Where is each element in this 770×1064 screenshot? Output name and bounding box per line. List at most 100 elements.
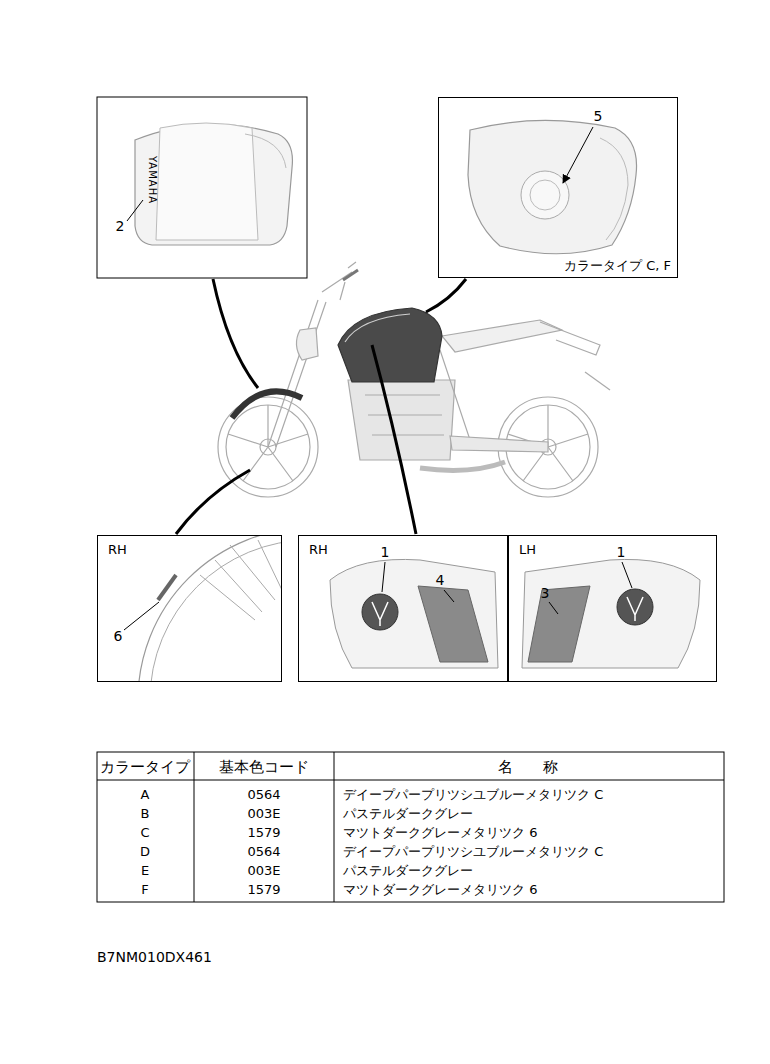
seat [442,320,562,352]
color-type-inset: カラータイプ C, F [438,97,678,278]
callout-number: 6 [114,629,123,644]
decal-rh [330,559,498,668]
table-frame [97,752,724,902]
callout-number: 5 [594,109,603,124]
motorcycle [218,262,610,497]
front-fork [268,300,326,447]
inset-leader [213,279,258,388]
table-cell: マツトダークグレーメタリツク 6 [343,826,537,840]
fuel-tank [468,120,637,253]
table-cell: デイープパープリツシユブルーメタリツク C [343,845,603,859]
handlebar [322,262,356,292]
inset-frame [97,97,307,278]
stripe-decal [418,586,488,662]
engine-fins [365,395,444,435]
leader-line [444,590,454,602]
table-cell: 1579 [247,826,280,840]
decal-lh [522,559,700,668]
table-cell: デイープパープリツシユブルーメタリツク C [343,788,603,802]
table-cell: F [141,883,148,897]
table-cell: C [140,826,149,840]
mirror [343,270,358,280]
rim-outer [138,536,281,681]
front-fender-side [232,391,302,418]
decal-inset: RH [298,535,508,682]
table-cell: パステルダークグレー [343,864,473,878]
callout-number: 4 [436,573,445,588]
rear-light [585,372,610,390]
table-rule [194,752,195,902]
decal-text: YAMAHA [147,156,158,204]
side-panel [330,559,498,668]
table-rule [97,780,724,781]
table-cell: 0564 [247,845,280,859]
swingarm [450,436,548,452]
fender-inset [97,97,307,278]
color-table [97,752,724,902]
table-cell: パステルダークグレー [343,807,473,821]
side-panel [522,559,700,668]
callout-number: 1 [617,545,626,560]
inset-leader [372,345,416,534]
arrow-line [563,127,593,183]
fuel-cap-inner [530,180,560,210]
table-cell: A [141,788,150,802]
stripe-decal [528,586,590,662]
table-cell: B [141,807,150,821]
leader-line [127,200,143,221]
emblem-mark [627,597,643,621]
table-cell: 003E [247,864,280,878]
callout-number: 3 [541,586,550,601]
leader-line [549,602,558,614]
fuel-cap [521,171,569,219]
table-cell: D [140,845,150,859]
fender-crown [156,123,258,240]
callout-number: 1 [381,545,390,560]
tail [540,322,600,355]
document-code: B7NM010DX461 [97,950,212,965]
callout-number: 2 [116,219,125,234]
inset-leaders [176,279,466,534]
rim-inner [150,540,281,681]
decal-inset: LH [508,535,717,682]
frame [440,350,548,447]
inset-heading: RH [108,543,127,557]
fender-edge [245,134,286,168]
emblem [617,589,653,625]
table-header: 名 称 [498,759,558,776]
wheel-spokes [200,540,281,620]
front-spokes [228,405,308,481]
leader-line [382,562,385,592]
tank-inset [468,120,637,253]
engine [348,380,455,460]
table-header: 基本色コード [219,759,309,776]
emblem-mark [372,602,388,626]
table-header: カラータイプ [100,759,190,776]
leader-line [622,562,632,588]
rim-decal [158,575,176,600]
table-rule [334,752,335,902]
exhaust [420,462,505,470]
table-cell: マツトダークグレーメタリツク 6 [343,883,537,897]
headlight [296,328,318,360]
tank-edge [600,138,628,240]
table-cell: 003E [247,807,280,821]
table-cell: 0564 [247,788,280,802]
leader-line [124,602,159,630]
inset-leader [176,470,250,534]
inset-leader [426,279,466,312]
inset-heading: カラータイプ C, F [564,259,671,273]
mirror-stem [340,282,345,300]
fuel-tank-side [338,308,442,382]
wheel-inset [138,536,281,681]
inset-heading: RH [309,543,328,557]
emblem [362,594,398,630]
table-cell: E [141,864,149,878]
inset-heading: LH [519,543,536,557]
table-cell: 1579 [247,883,280,897]
tank-highlight [345,314,410,342]
wheel-inset: RH [97,535,282,682]
